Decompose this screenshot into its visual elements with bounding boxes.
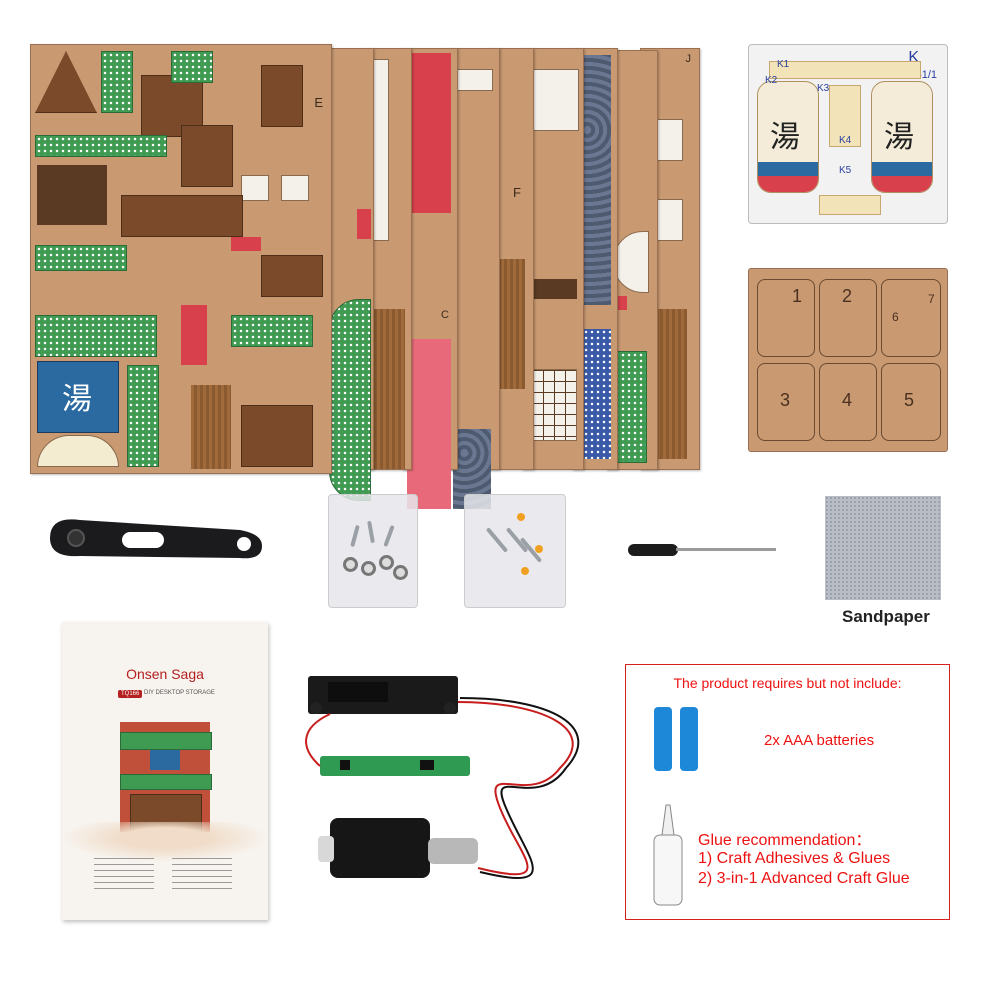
battery-icon [680,707,698,771]
screwdriver [628,544,776,556]
black-bracket [50,519,262,559]
notice-glue-heading: Glue recommendation： [698,832,872,849]
electronics-kit [305,676,580,880]
manual-building-image [120,722,212,834]
lantern-right: 湯 [871,81,933,193]
lantern-left: 湯 [757,81,819,193]
requirements-notice: The product requires but not include: 2x… [625,664,950,920]
screw-bag-1 [328,494,418,608]
notice-glue-2: 2) 3-in-1 Advanced Craft Glue [698,870,910,887]
glue-bottle-icon [653,804,683,906]
sandpaper-sheet [825,496,941,600]
board-e: E 湯 [30,44,332,474]
lantern-panel: 湯 [37,361,119,433]
board-numbered-parts: 1 2 6 7 3 4 5 [748,268,948,452]
notice-title: The product requires but not include: [673,675,902,691]
manual-title: Onsen Saga [126,666,204,682]
manual-code: TQ166 [118,690,143,698]
screw-bag-2 [464,494,566,608]
notice-glue-1: 1) Craft Adhesives & Glues [698,850,891,867]
instruction-manual: Onsen Saga TQ166 DIY DESKTOP STORAGE [62,622,268,920]
manual-subtitle: DIY DESKTOP STORAGE [144,690,215,696]
board-k: K 661/1 湯 湯 K1 K2 K3 K4 K5 [748,44,948,224]
battery-icon [654,707,672,771]
sandpaper-label: Sandpaper [842,607,930,626]
notice-batteries: 2x AAA batteries [764,732,875,749]
board-a [326,48,374,501]
